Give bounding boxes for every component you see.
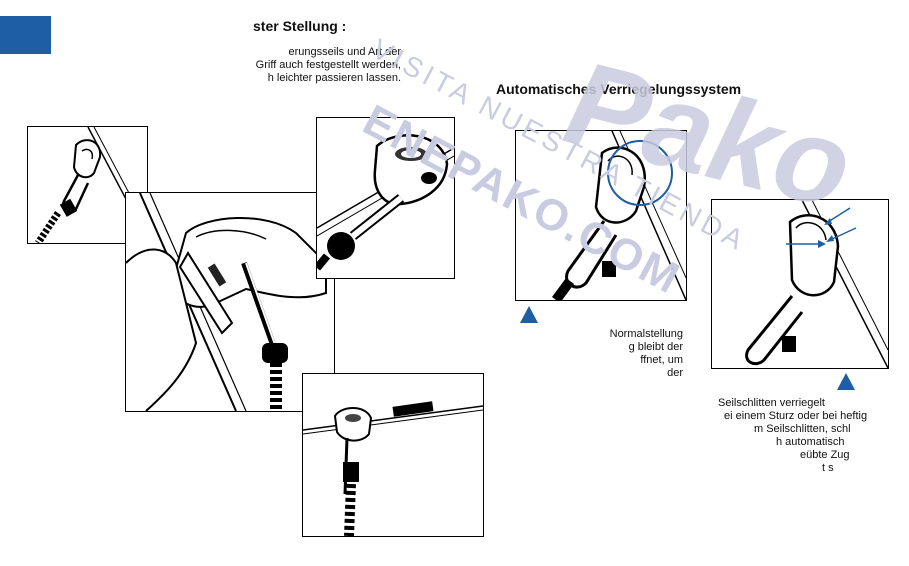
locked-position-text: Seilschlitten verriegelt ei einem Sturz …	[718, 397, 878, 475]
locked-position-indicator	[837, 373, 855, 390]
illustration-cord-through-device	[316, 117, 455, 279]
right-section-heading: Automatisches Verriegelungssystem	[496, 81, 741, 97]
illustration-auto-lock-locked	[711, 199, 889, 369]
illustration-auto-lock-normal	[515, 130, 687, 301]
normal-position-text: Normalstellung g bleibt der ffnet, um de…	[560, 328, 683, 380]
section-tab-marker	[0, 16, 51, 54]
illustration-device-on-line	[302, 373, 484, 537]
left-section-heading: ster Stellung :	[253, 18, 346, 34]
normal-position-indicator	[520, 306, 538, 323]
left-section-text: erungsseils und Art der Griff auch festg…	[196, 46, 401, 85]
